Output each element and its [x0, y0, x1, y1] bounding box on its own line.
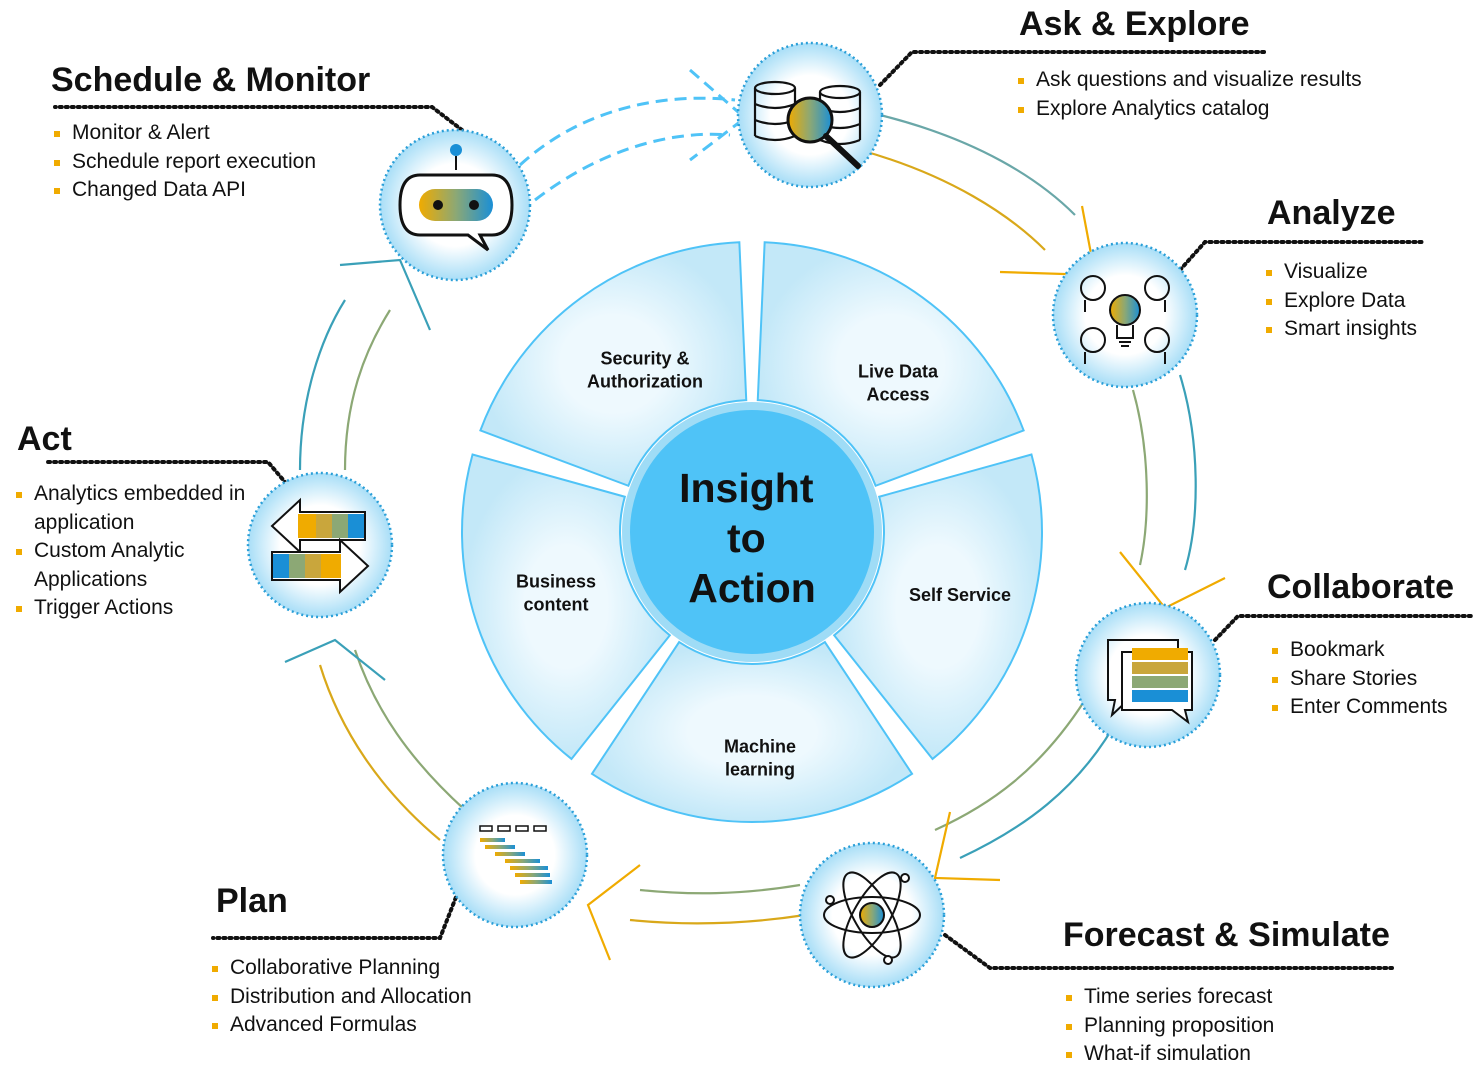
arrow-analyze-to-collaborate [1119, 374, 1226, 610]
atom-icon [823, 871, 921, 965]
bullet-item: What-if simulation [1064, 1040, 1274, 1069]
stage-bullets-forecast: Time series forecast Planning propositio… [1064, 983, 1274, 1069]
bullet-item: Schedule report execution [52, 148, 316, 177]
bubble-act [246, 471, 394, 619]
center-line-1: Insight [679, 465, 814, 511]
bullet-item: Time series forecast [1064, 983, 1274, 1012]
wheel-segment-label-line: Authorization [587, 372, 703, 392]
arrow-act-to-monitor [298, 258, 432, 471]
arrow-collaborate-to-forecast [933, 699, 1121, 882]
stage-title-ask-explore: Ask & Explore [1019, 5, 1250, 43]
bullet-item: Bookmark [1270, 636, 1448, 665]
exchange-arrows-icon [270, 497, 370, 595]
wheel-segment-label: Machine learning [724, 737, 796, 780]
center-line-2: to [727, 515, 766, 561]
stage-title-collaborate: Collaborate [1267, 568, 1455, 606]
leader-lines [46, 50, 1474, 970]
wheel-segment-label-line: Access [866, 385, 929, 405]
wheel-segment-label-line: Live Data [858, 362, 939, 382]
bullet-item: Changed Data API [52, 176, 316, 205]
wheel-segment [479, 241, 748, 488]
wheel-segment [756, 241, 1025, 488]
bullet-item: Advanced Formulas [210, 1011, 472, 1040]
stage-title-act: Act [17, 420, 72, 458]
arrow-monitor-to-explore [518, 68, 748, 202]
stage-bullets-analyze: Visualize Explore Data Smart insights [1264, 258, 1417, 344]
wheel-segment-label-line: learning [725, 760, 795, 780]
wheel-segment-label: Business content [516, 572, 596, 615]
bullet-item: Custom Analytic Applications [14, 537, 214, 594]
stage-title-analyze: Analyze [1267, 194, 1396, 232]
bubble-collaborate [1074, 601, 1222, 749]
stage-bullets-schedule-monitor: Monitor & Alert Schedule report executio… [52, 119, 316, 205]
bubble-plan [441, 781, 589, 929]
bullet-item: Monitor & Alert [52, 119, 316, 148]
chat-bubbles-icon [1107, 639, 1193, 725]
bullet-item: Ask questions and visualize results [1016, 66, 1362, 95]
arrow-forecast-to-plan [586, 864, 806, 961]
bullet-item: Smart insights [1264, 315, 1417, 344]
stage-bullets-ask-explore: Ask questions and visualize results Expl… [1016, 66, 1362, 123]
bullet-item: Enter Comments [1270, 693, 1448, 722]
wheel-segment-label-line: Business [516, 572, 596, 592]
arrow-plan-to-act [284, 638, 466, 841]
bubble-analyze [1051, 241, 1199, 389]
center-label: Insight to Action [679, 465, 825, 611]
wheel-segment [461, 453, 672, 761]
idea-people-icon [1080, 275, 1170, 364]
wheel-segment-label-line: Security & [600, 349, 689, 369]
center-line-3: Action [688, 565, 816, 611]
bullet-item: Planning proposition [1064, 1012, 1274, 1041]
stage-bullets-plan: Collaborative Planning Distribution and … [210, 954, 472, 1040]
wheel-segment-label-line: Self Service [909, 585, 1011, 605]
arrow-explore-to-analyze [859, 113, 1097, 277]
stage-title-forecast: Forecast & Simulate [1063, 916, 1390, 954]
bubble-forecast [798, 841, 946, 989]
bullet-item: Explore Data [1264, 287, 1417, 316]
bullet-item: Explore Analytics catalog [1016, 95, 1362, 124]
wheel-segment-label: Self Service [909, 585, 1011, 605]
gantt-chart-icon [479, 825, 552, 884]
wheel-segment [832, 453, 1043, 761]
bullet-item: Distribution and Allocation [210, 983, 472, 1012]
database-search-icon [753, 80, 862, 169]
bullet-item: Trigger Actions [14, 594, 254, 623]
stage-title-plan: Plan [216, 882, 288, 920]
stage-bullets-act: Analytics embedded in application Custom… [14, 480, 254, 623]
wheel-segment [590, 640, 914, 823]
stage-title-schedule-monitor: Schedule & Monitor [51, 61, 371, 99]
stage-bullets-collaborate: Bookmark Share Stories Enter Comments [1270, 636, 1448, 722]
chatbot-icon [398, 144, 514, 252]
bubble-schedule-monitor [378, 128, 532, 282]
wheel-segment-label-line: content [524, 595, 589, 615]
bullet-item: Collaborative Planning [210, 954, 472, 983]
bullet-item: Analytics embedded in application [14, 480, 254, 537]
bullet-item: Visualize [1264, 258, 1417, 287]
wheel-segment-label: Security & Authorization [587, 349, 703, 392]
bullet-item: Share Stories [1270, 665, 1448, 694]
bubble-ask-explore [736, 41, 884, 189]
center-circle [622, 402, 882, 662]
wheel-segment-label-line: Machine [724, 737, 796, 757]
